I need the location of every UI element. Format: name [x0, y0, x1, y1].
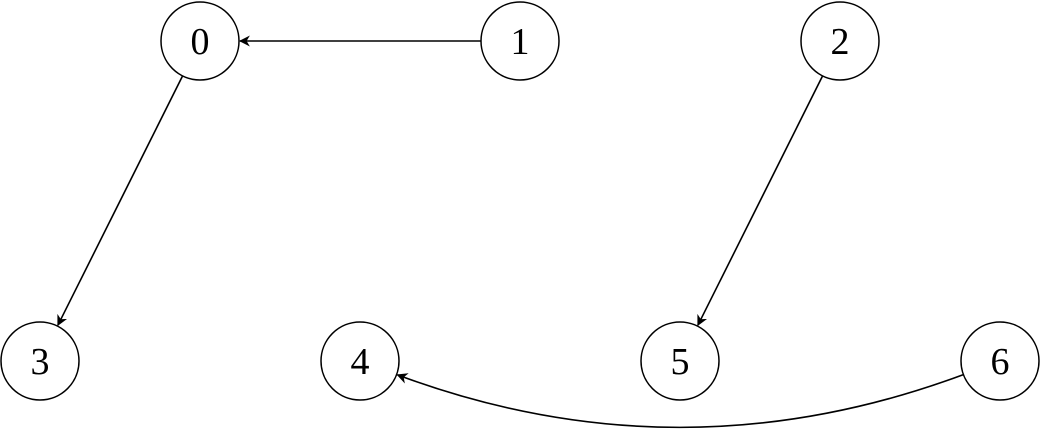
node-2-circle	[800, 1, 880, 81]
node-6-label: 6	[991, 341, 1010, 383]
edge-6-to-4	[396, 373, 964, 429]
node-1-label: 1	[511, 21, 530, 63]
nodes-layer: 0 1 2 3 4 5 6	[0, 1, 1040, 401]
node-3-circle	[0, 321, 80, 401]
node-0-label: 0	[191, 21, 210, 63]
node-3-label: 3	[31, 341, 50, 383]
edges-layer	[57, 35, 964, 429]
node-3: 3	[0, 321, 80, 401]
node-5: 5	[640, 321, 720, 401]
node-0: 0	[160, 1, 240, 81]
node-2-label: 2	[831, 21, 850, 63]
node-5-circle	[640, 321, 720, 401]
node-6: 6	[960, 321, 1040, 401]
node-4-label: 4	[351, 341, 370, 383]
node-4-circle	[320, 321, 400, 401]
edge-0-to-3	[57, 75, 184, 327]
node-6-circle	[960, 321, 1040, 401]
node-4: 4	[320, 321, 400, 401]
node-1-circle	[480, 1, 560, 81]
edge-2-to-5	[697, 75, 824, 327]
node-1: 1	[480, 1, 560, 81]
node-5-label: 5	[671, 341, 690, 383]
node-0-circle	[160, 1, 240, 81]
node-2: 2	[800, 1, 880, 81]
